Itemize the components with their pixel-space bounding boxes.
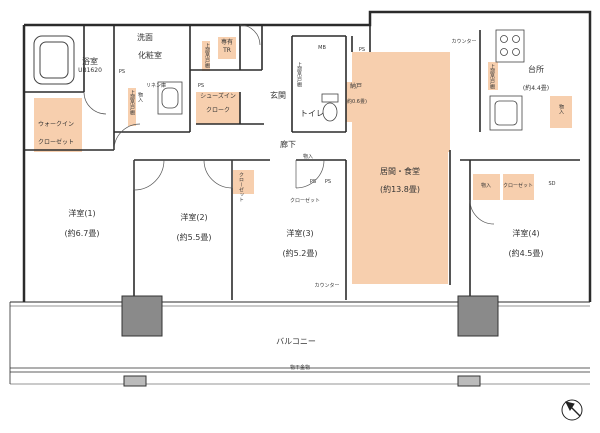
bathtub-icon — [33, 35, 75, 85]
washroom-label-2: 化粧室 — [138, 51, 162, 60]
ps-hall-1: PS — [309, 179, 317, 185]
rail-post-left — [123, 375, 147, 387]
ps-shoes: PS — [197, 83, 205, 89]
column-left — [121, 295, 163, 337]
western2-size: (約5.5畳) — [176, 233, 212, 242]
door-swings — [83, 24, 495, 225]
shoes-label-2: クローク — [205, 107, 231, 114]
closet3-label: クローゼット — [289, 198, 321, 204]
kitchen-name: 台所 — [528, 65, 544, 74]
columns — [121, 295, 499, 387]
western4-name: 洋室(4) — [512, 229, 540, 238]
balcony-label: バルコニー — [276, 337, 316, 346]
sd-label: SD — [548, 181, 556, 187]
upper-cabinet-kitchen: 上部吊戸棚 — [489, 64, 495, 89]
room4-storage-fill — [473, 174, 500, 200]
toilet-label: トイレ — [300, 109, 324, 118]
upper-cabinet-linen: 上部吊戸棚 — [129, 90, 135, 115]
mb-label: MB — [318, 45, 326, 51]
counter-living: カウンター — [314, 283, 340, 289]
accent-areas — [34, 37, 572, 284]
shoes-label-1: シューズイン — [200, 93, 236, 100]
stove-icon — [495, 29, 525, 63]
upper-cabinet-wash: 上部吊戸棚 — [204, 43, 210, 68]
kitchen-storage-fill — [550, 96, 572, 128]
storage-name: 納戸 — [349, 83, 363, 90]
kitchen-size: (約4.4畳) — [522, 85, 550, 92]
counter-kitchen: カウンター — [451, 39, 477, 45]
kitchen-cabinet-fill — [488, 62, 498, 90]
compass-icon — [561, 399, 583, 421]
linen-fill — [128, 88, 136, 126]
linen-label: リネン庫 — [146, 83, 167, 89]
built-in-hall: 物入 — [302, 154, 314, 160]
room4-closet-fill — [503, 174, 534, 200]
western2-name: 洋室(2) — [180, 213, 208, 222]
upper-shelf-fill — [202, 41, 210, 71]
ps-wash: PS — [118, 69, 126, 75]
sink-icon — [157, 81, 183, 115]
rail-post-right — [457, 375, 481, 387]
outer-wall — [22, 10, 592, 302]
wic-fill — [34, 98, 82, 152]
balcony-rail — [10, 367, 590, 373]
ps-mb: PS — [358, 47, 366, 53]
handrail-label: 物干金物 — [289, 365, 311, 371]
tank-fill — [218, 37, 236, 59]
western3-name: 洋室(3) — [286, 229, 314, 238]
storage-size: (約0.6畳) — [345, 99, 367, 105]
living-name: 居間・食堂 — [380, 167, 420, 176]
ps-hall-2: PS — [324, 179, 332, 185]
bath-name: 浴室 — [82, 57, 98, 66]
western1-name: 洋室(1) — [68, 209, 96, 218]
western1-size: (約6.7畳) — [64, 229, 100, 238]
entrance-label: 玄関 — [270, 91, 286, 100]
living-dining-fill — [352, 52, 448, 284]
closet2-fill — [233, 170, 254, 194]
wic-label-2: クローゼット — [37, 139, 75, 146]
upper-cabinet-toilet: 上部吊戸棚 — [296, 62, 302, 87]
western3-size: (約5.2畳) — [282, 249, 318, 258]
wic-label-1: ウォークイン — [37, 121, 75, 128]
western4-size: (約4.5畳) — [508, 249, 544, 258]
closet2-label: クローゼット — [238, 172, 244, 202]
living-size: (約13.8畳) — [379, 185, 421, 194]
hall-label: 廊下 — [280, 140, 296, 149]
kitchen-sink-icon — [489, 95, 523, 131]
tank-label-2: TR — [223, 47, 231, 54]
storage-fill — [346, 82, 365, 122]
column-right — [457, 295, 499, 337]
room4-storage-label: 物入 — [480, 183, 492, 189]
tank-label-1: 専有 — [220, 39, 234, 46]
bath-unit: UB1620 — [78, 67, 102, 74]
interior-walls — [24, 25, 580, 300]
shoes-fill — [196, 92, 240, 124]
toilet-icon — [321, 93, 339, 122]
walls — [9, 10, 592, 385]
room4-closet-label: クローゼット — [502, 183, 534, 189]
washroom-label-1: 洗面 — [137, 33, 153, 42]
built-in-kitchen: 物入 — [558, 104, 564, 114]
living-step-fill — [448, 52, 450, 152]
built-in-linen: 物入 — [137, 92, 143, 102]
